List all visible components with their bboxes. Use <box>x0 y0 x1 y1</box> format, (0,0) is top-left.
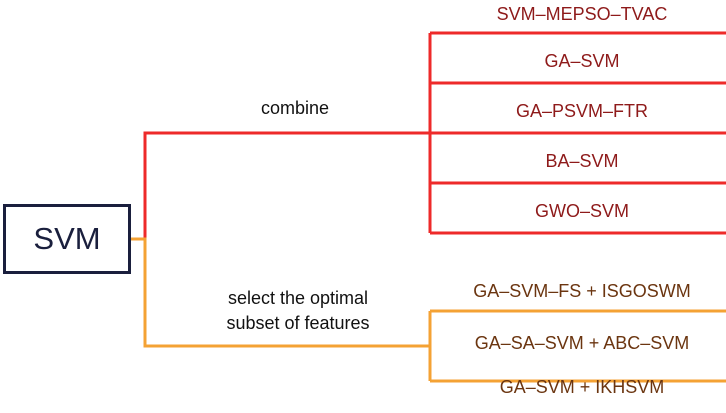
combine-label-text: combine <box>260 98 330 118</box>
select-leaf: GA–SVM + IKHSVM <box>499 377 665 397</box>
combine-leaf: BA–SVM <box>545 151 619 171</box>
select-connectors <box>131 237 726 383</box>
root-node-svm: SVM <box>3 204 131 274</box>
combine-leaf: GWO–SVM <box>534 201 630 221</box>
root-label: SVM <box>33 221 101 256</box>
combine-trunk-line <box>131 131 430 241</box>
select-label-line-1: select the optimal <box>227 288 369 308</box>
select-branch-label: select the optimal subset of features <box>198 286 398 336</box>
select-trunk-line <box>131 237 430 348</box>
select-leaf: GA–SVM–FS + ISGOSWM <box>473 281 691 301</box>
combine-connectors <box>131 31 726 241</box>
select-label-line-2: subset of features <box>226 313 370 333</box>
combine-leaf: GA–PSVM–FTR <box>515 101 649 121</box>
combine-branch-label: combine <box>230 96 360 121</box>
combine-leaf: GA–SVM <box>544 51 620 71</box>
combine-leaf: SVM–MEPSO–TVAC <box>496 4 668 24</box>
select-leaf: GA–SA–SVM + ABC–SVM <box>474 333 690 353</box>
